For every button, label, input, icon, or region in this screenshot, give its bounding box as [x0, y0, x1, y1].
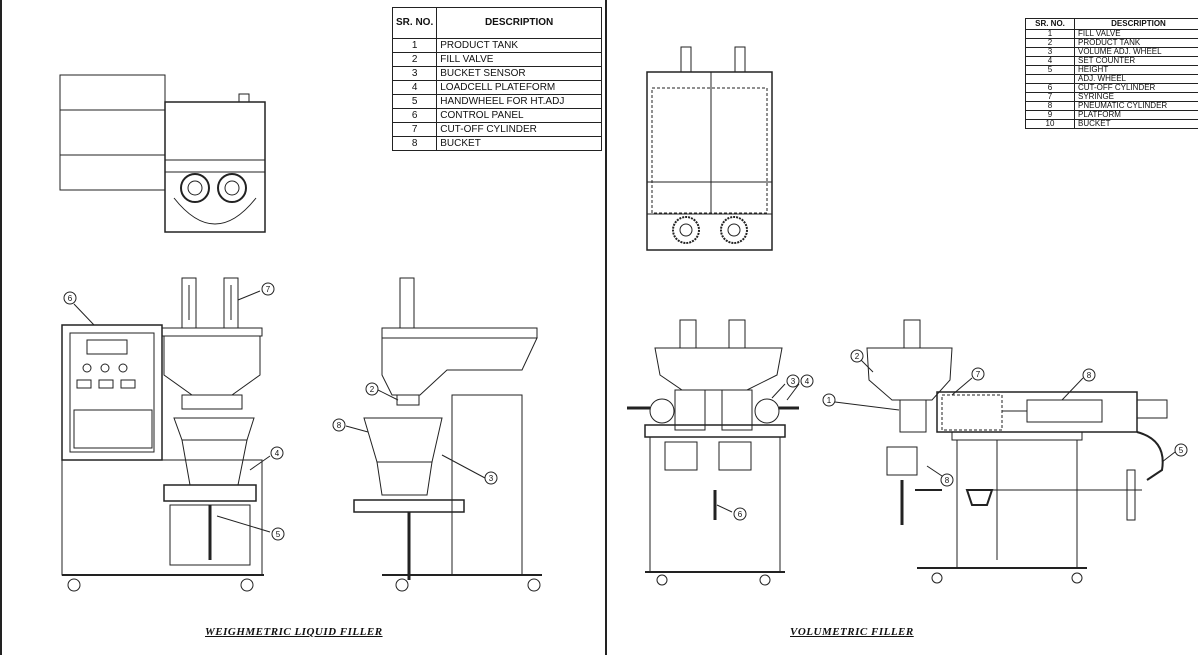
description-cell: PRODUCT TANK	[436, 38, 602, 53]
callout-3: 3	[484, 471, 498, 485]
description-cell: BUCKET	[436, 136, 602, 151]
sr-no-header: SR. NO.	[1025, 18, 1075, 30]
sr-no-cell: 2	[391, 52, 438, 67]
callout-7: 7	[261, 282, 275, 296]
volumetric-leaders	[716, 359, 1176, 513]
description-cell: CONTROL PANEL	[436, 108, 602, 123]
weighmetric-leaders	[73, 290, 486, 533]
callout-label: 5	[276, 530, 281, 539]
sr-no-header: SR. NO.	[391, 7, 438, 39]
sr-no-cell: 8	[391, 136, 438, 151]
volumetric-filler-sheet: 3 4 6 2 1 7 8 8	[605, 0, 1198, 655]
volumetric-drawing	[627, 46, 1176, 586]
callout-label: 7	[976, 370, 981, 379]
volumetric-front-view	[627, 319, 799, 586]
callout-6: 6	[733, 507, 747, 521]
callout-label: 6	[68, 294, 73, 303]
description-cell: CUT-OFF CYLINDER	[436, 122, 602, 137]
sr-no-cell: 7	[391, 122, 438, 137]
weighmetric-caption: WEIGHMETRIC LIQUID FILLER	[205, 626, 383, 638]
callout-label: 2	[855, 352, 860, 361]
sr-no-cell: 6	[391, 108, 438, 123]
callout-4: 4	[800, 374, 814, 388]
description-cell: BUCKET	[1074, 119, 1198, 129]
callout-label: 6	[738, 510, 743, 519]
weighmetric-drawing	[59, 74, 542, 592]
callout-label: 4	[805, 377, 810, 386]
callout-label: 3	[489, 474, 494, 483]
callout-label: 8	[337, 421, 342, 430]
sr-no-cell: 3	[391, 66, 438, 81]
description-header: DESCRIPTION	[436, 7, 602, 39]
callout-3: 3	[786, 374, 800, 388]
description-cell: LOADCELL PLATEFORM	[436, 80, 602, 95]
weighmetric-filler-sheet: 6 7 4 5 2 8 3 SR. NO.	[0, 0, 602, 655]
callout-1: 1	[822, 393, 836, 407]
sr-no-cell: 5	[391, 94, 438, 109]
callout-2: 2	[365, 382, 379, 396]
volumetric-top-view	[646, 46, 773, 251]
callout-label: 2	[370, 385, 375, 394]
callout-label: 8	[945, 476, 950, 485]
callout-5: 5	[271, 527, 285, 541]
callout-8: 8	[1082, 368, 1096, 382]
table-row: 6 CONTROL PANEL	[391, 108, 602, 123]
volumetric-caption: VOLUMETRIC FILLER	[790, 626, 914, 638]
description-header: DESCRIPTION	[1074, 18, 1198, 30]
callout-8: 8	[940, 473, 954, 487]
callout-label: 4	[275, 449, 280, 458]
table-row: 10 BUCKET	[1025, 119, 1198, 129]
callout-8: 8	[332, 418, 346, 432]
weighmetric-top-view	[59, 74, 266, 233]
callout-7: 7	[971, 367, 985, 381]
weighmetric-callouts: 6 7 4 5 2 8 3	[63, 282, 498, 541]
volumetric-side-view	[866, 319, 1168, 584]
sr-no-cell: 5	[1025, 65, 1075, 75]
callout-6: 6	[63, 291, 77, 305]
weighmetric-front-view	[61, 277, 264, 592]
description-cell: HANDWHEEL FOR HT.ADJ	[436, 94, 602, 109]
callout-label: 1	[827, 396, 832, 405]
callout-4: 4	[270, 446, 284, 460]
callout-label: 7	[266, 285, 271, 294]
callout-label: 8	[1087, 371, 1092, 380]
description-cell: FILL VALVE	[436, 52, 602, 67]
volumetric-callouts: 3 4 6 2 1 7 8 8	[733, 349, 1188, 521]
callout-label: 5	[1179, 446, 1184, 455]
callout-5: 5	[1174, 443, 1188, 457]
sr-no-cell: 4	[391, 80, 438, 95]
sr-no-cell: 10	[1025, 119, 1075, 129]
callout-2: 2	[850, 349, 864, 363]
callout-label: 3	[791, 377, 796, 386]
description-cell: BUCKET SENSOR	[436, 66, 602, 81]
sr-no-cell: 1	[391, 38, 438, 53]
